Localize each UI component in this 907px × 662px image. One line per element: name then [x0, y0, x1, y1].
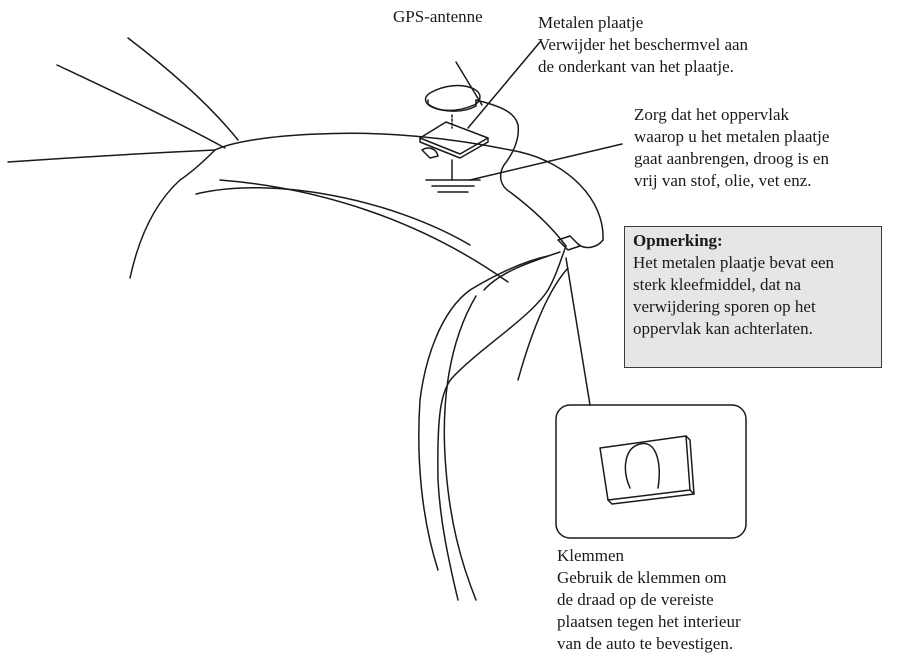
- rear-pillar-line: [517, 267, 569, 381]
- antenna-cable: [475, 99, 567, 247]
- clamps-line: van de auto te bevestigen.: [557, 634, 734, 653]
- note-line: Het metalen plaatje bevat een: [633, 253, 835, 272]
- rear-pillar-line: [418, 255, 549, 571]
- antenna-cable: [437, 245, 567, 601]
- surface-line: waarop u het metalen plaatje: [634, 127, 830, 146]
- leader-line: [469, 143, 623, 181]
- note-title: Opmerking:: [633, 231, 723, 250]
- surface-line: vrij van stof, olie, vet enz.: [634, 171, 812, 190]
- clamps-line: plaatsen tegen het interieur: [557, 612, 741, 631]
- metal-plate-title: Metalen plaatje: [538, 13, 644, 32]
- clamp-icon: [599, 435, 691, 501]
- roof-inner-line: [219, 179, 509, 283]
- note-line: verwijdering sporen op het: [633, 297, 816, 316]
- cable-clamp-small: [557, 235, 581, 251]
- metal-plate-line: Verwijder het beschermvel aan: [538, 35, 749, 54]
- surface-line: Zorg dat het oppervlak: [634, 105, 790, 124]
- clamp-icon: [607, 489, 695, 505]
- clamp-icon: [624, 442, 660, 489]
- clamp-icon: [685, 435, 695, 495]
- gps-antenna-label: GPS-antenne: [393, 7, 483, 26]
- leader-line: [455, 61, 483, 106]
- leader-line: [565, 257, 591, 406]
- note-box: Opmerking: Het metalen plaatje bevat een…: [624, 226, 882, 368]
- rear-pillar-line: [443, 295, 477, 601]
- roof-inner-line: [195, 187, 471, 246]
- rear-pillar-line: [483, 251, 561, 291]
- surface-line: gaat aanbrengen, droog is en: [634, 149, 829, 168]
- metal-plate-label: Metalen plaatje Verwijder het beschermve…: [538, 12, 748, 78]
- surface-label: Zorg dat het oppervlak waarop u het meta…: [634, 104, 829, 192]
- plate-clip: [421, 147, 439, 159]
- windshield-pillar-line: [56, 64, 226, 149]
- note-line: oppervlak kan achterlaten.: [633, 319, 813, 338]
- clamps-line: Gebruik de klemmen om: [557, 568, 727, 587]
- roof-outline: [577, 239, 604, 249]
- gps-antenna-body: [427, 99, 477, 112]
- roof-side-line: [129, 149, 216, 279]
- windshield-pillar-line: [127, 37, 239, 141]
- leader-line: [467, 41, 541, 129]
- clamps-title: Klemmen: [557, 546, 625, 565]
- clamp-detail-box: [555, 404, 747, 539]
- clamps-line: de draad op de vereiste: [557, 590, 714, 609]
- gps-antenna-body: [424, 84, 481, 112]
- metal-plate: [419, 137, 489, 159]
- note-line: sterk kleefmiddel, dat na: [633, 275, 802, 294]
- windshield-pillar-line: [7, 149, 216, 163]
- metal-plate-line: de onderkant van het plaatje.: [538, 57, 734, 76]
- clamps-label: Klemmen Gebruik de klemmen om de draad o…: [557, 545, 741, 655]
